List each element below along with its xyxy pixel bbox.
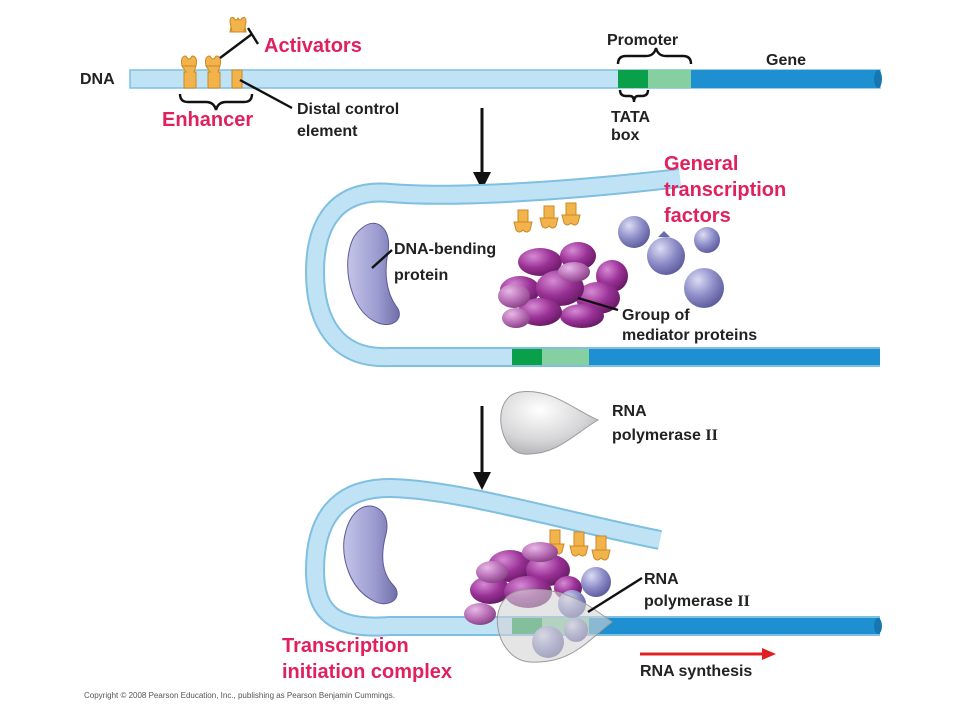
tic-label-2: initiation complex (282, 661, 452, 683)
general-transcription-factors-icon (618, 216, 724, 308)
rna-polymerase-free-icon (500, 391, 600, 455)
promoter-segment (648, 70, 691, 88)
enhancer-brace (178, 93, 254, 111)
enhancer-label: Enhancer (162, 109, 253, 131)
mediator-proteins-icon (498, 242, 628, 328)
rna-polymerase-bound-label-1: RNA (644, 571, 679, 588)
mediator-label-1: Group of (622, 307, 690, 324)
dna-strand-top (129, 69, 882, 89)
promoter-label: Promoter (607, 32, 678, 49)
tata-brace (618, 89, 650, 103)
distal-control-label-2: element (297, 123, 358, 140)
activators-label: Activators (264, 35, 362, 57)
tata-label-2: box (611, 127, 640, 144)
tic-label-1: Transcription (282, 635, 409, 657)
rna-polymerase-bound-icon (496, 588, 613, 663)
gene-segment (691, 70, 880, 88)
rna-synthesis-arrow (640, 648, 776, 660)
gene-label: Gene (766, 52, 806, 69)
rna-polymerase-label-2: polymerase II (612, 427, 718, 444)
down-arrow-2 (473, 406, 491, 490)
tata-box-segment (618, 70, 648, 88)
promoter-brace (616, 47, 693, 65)
dna-bending-protein-icon (347, 222, 400, 326)
copyright-notice: Copyright © 2008 Pearson Education, Inc.… (84, 691, 395, 700)
dna-loop-middle (304, 168, 880, 368)
enhancer-sites (181, 55, 243, 89)
dna-bending-label-2: protein (394, 267, 448, 284)
free-activator-icon (229, 16, 247, 33)
distal-control-label-1: Distal control (297, 101, 399, 118)
gtf-label-3: factors (664, 205, 731, 227)
tata-label-1: TATA (611, 109, 651, 126)
rna-polymerase-bound-label-2: polymerase II (644, 593, 750, 610)
dna-bending-protein-bottom-icon (343, 505, 398, 605)
dna-bending-label-1: DNA-bending (394, 241, 496, 258)
mediator-label-2: mediator proteins (622, 327, 757, 344)
rna-polymerase-label-1: RNA (612, 403, 647, 420)
gtf-label-1: General (664, 153, 738, 175)
down-arrow-1 (473, 108, 491, 190)
gtf-label-2: transcription (664, 179, 786, 201)
bound-activators-middle (513, 202, 581, 233)
dna-label: DNA (80, 71, 115, 88)
rna-synthesis-label: RNA synthesis (640, 663, 752, 680)
